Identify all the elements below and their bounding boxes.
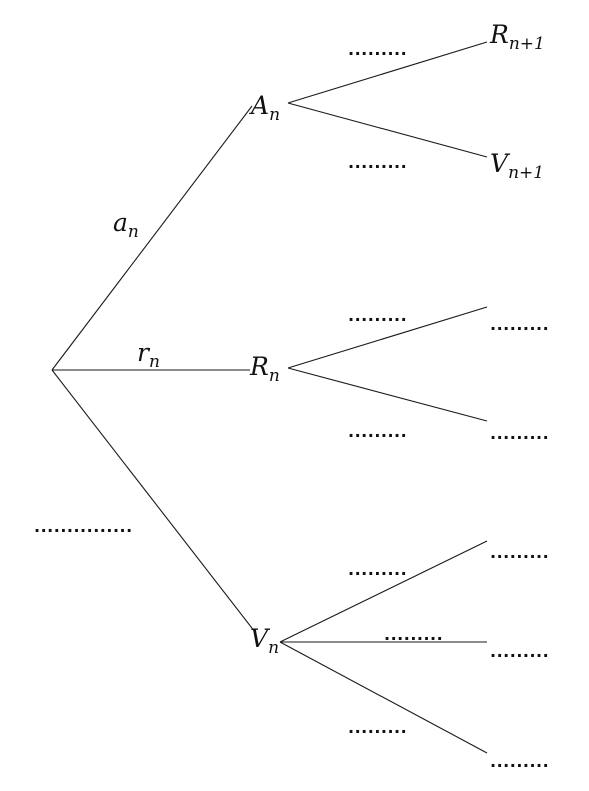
node-v-next: Vn+1	[490, 149, 545, 183]
placeholder-root-v-branch: ...............	[34, 517, 133, 536]
placeholder-v-lower-branch: .........	[348, 718, 408, 737]
placeholder-r-upper-branch: .........	[348, 306, 408, 325]
placeholder-v-middle-leaf: .........	[490, 642, 550, 661]
placeholder-r-lower-branch: .........	[348, 422, 408, 441]
edge-r-upper	[287, 306, 488, 369]
edge-root-to-v	[51, 369, 256, 633]
placeholder-v-middle-branch: .........	[384, 625, 444, 644]
node-r-next: Rn+1	[490, 20, 545, 54]
placeholder-a-upper: .........	[348, 40, 408, 59]
placeholder-a-lower: .........	[348, 153, 408, 172]
edge-v-lower	[279, 641, 488, 754]
edge-label-r: rn	[137, 338, 160, 372]
placeholder-v-upper-branch: .........	[348, 560, 408, 579]
edge-v-upper	[279, 540, 488, 643]
edge-label-a: an	[113, 208, 139, 242]
edge-a-to-v-next	[287, 102, 488, 158]
edge-a-to-r-next	[287, 41, 488, 104]
placeholder-v-lower-leaf: .........	[490, 752, 550, 771]
node-r: Rn	[250, 352, 280, 386]
edge-root-to-a	[51, 105, 253, 371]
placeholder-r-lower-leaf: .........	[490, 424, 550, 443]
node-v: Vn	[250, 624, 280, 658]
node-a: An	[251, 91, 281, 125]
placeholder-r-upper-leaf: .........	[490, 315, 550, 334]
placeholder-v-upper-leaf: .........	[490, 543, 550, 562]
edge-r-lower	[287, 367, 488, 422]
